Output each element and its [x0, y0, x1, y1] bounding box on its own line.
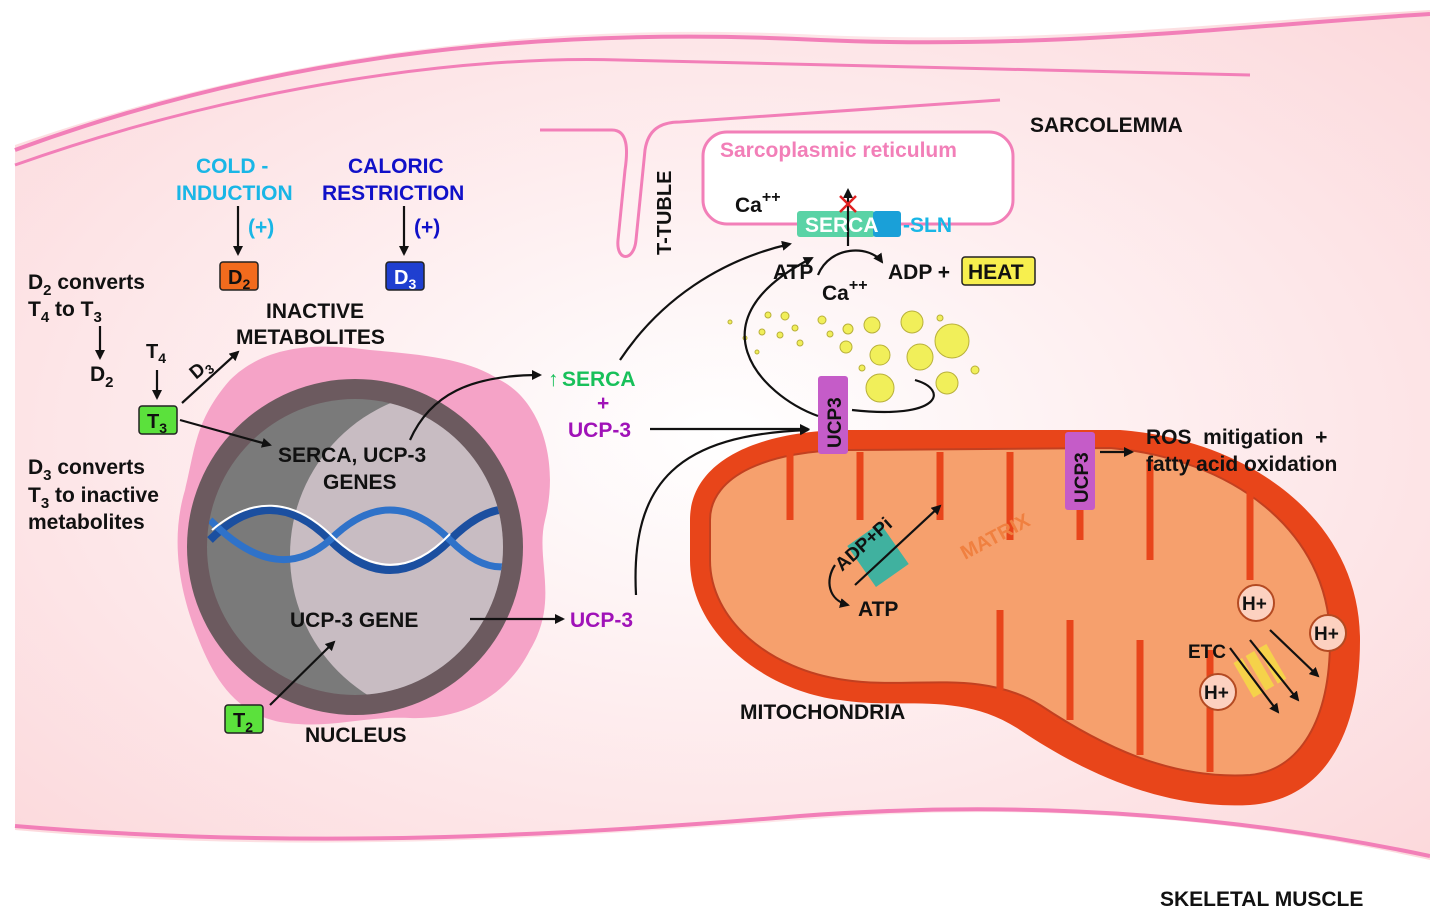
proton-2 [1309, 614, 1347, 652]
etc-complex [1233, 644, 1287, 698]
ucp3-tag2-label: UCP3 [1072, 452, 1093, 503]
atp-sr-label: ATP [773, 261, 813, 284]
nucleolus [290, 399, 503, 695]
mitochondria-label: MITOCHONDRIA [740, 701, 905, 724]
ucp3-out2-label: UCP-3 [570, 609, 633, 632]
serca-pump-label: SERCA [805, 214, 879, 237]
heat-box [961, 256, 1036, 286]
proton-label-2: H+ [1314, 624, 1339, 645]
d3-box-label: D3 [394, 267, 416, 292]
d2-box-label: D2 [228, 267, 250, 292]
ros-label-2: fatty acid oxidation [1146, 453, 1337, 476]
arrows [95, 188, 1320, 714]
plus-label: + [597, 392, 609, 415]
heat-label: HEAT [968, 261, 1024, 284]
ca-bottom-label: Ca++ [822, 277, 868, 305]
sarcolemma-inner [14, 57, 1251, 167]
atp-mito-label: ATP [858, 598, 898, 621]
proton-1 [1237, 584, 1275, 622]
dna-helix [207, 504, 503, 574]
proton-label-3: H+ [1204, 683, 1229, 704]
block-x-icon [839, 195, 857, 213]
t3-box-label: T3 [147, 411, 167, 436]
d3-converts-line1: D3 converts [28, 456, 145, 484]
proton-3 [1199, 673, 1237, 711]
ros-label-1: ROS mitigation + [1146, 426, 1327, 449]
serca-pump [797, 211, 875, 237]
atp-synthase [847, 523, 909, 587]
d2-converts-line1: D2 converts [28, 271, 145, 299]
inactive-label-1: INACTIVE [266, 300, 364, 323]
t-tuble-label: T-TUBLE [654, 171, 676, 255]
d3-converts-line3: metabolites [28, 511, 145, 534]
proton-label-1: H+ [1242, 594, 1267, 615]
t-tubule [540, 98, 1001, 258]
ucp3-tag-ros [1065, 432, 1095, 510]
sarcolemma-bottom [14, 807, 1430, 858]
d2-converts-line2: T4 to T3 [28, 298, 102, 326]
skeletal-muscle-label: SKELETAL MUSCLE [1160, 888, 1363, 911]
sln-label: -SLN [903, 214, 952, 237]
adp-label: ADP + [888, 261, 950, 284]
sarcolemma-membrane [14, 12, 1430, 152]
cold-label-1: COLD - [196, 155, 268, 178]
d2-small-label: D2 [90, 363, 114, 391]
mitochondrion-inner [709, 446, 1332, 777]
d2-box [219, 261, 259, 291]
sarcolemma-label: SARCOLEMMA [1030, 114, 1183, 137]
caloric-label-1: CALORIC [348, 155, 444, 178]
ca-sr-label: Ca++ [735, 189, 781, 217]
serca-out-label: SERCA [562, 368, 636, 391]
t4-label: T4 [146, 341, 166, 366]
cold-label-2: INDUCTION [176, 182, 293, 205]
etc-label: ETC [1188, 642, 1226, 663]
ucp3-gene-label: UCP-3 GENE [290, 609, 418, 632]
nucleus-label: NUCLEUS [305, 724, 407, 747]
ucp3-tag-label: UCP3 [825, 397, 846, 448]
caloric-plus: (+) [414, 216, 440, 239]
ucp3-tag-sr [818, 376, 848, 454]
t2-box [224, 704, 264, 734]
cold-plus: (+) [248, 216, 274, 239]
inactive-label-2: METABOLITES [236, 326, 385, 349]
sln-box [873, 211, 901, 237]
genes-label-1: SERCA, UCP-3 [278, 444, 426, 467]
t3-box [138, 405, 178, 435]
caloric-label-2: RESTRICTION [322, 182, 464, 205]
d3-box [385, 261, 425, 291]
d3-converts-line2: T3 to inactive [28, 484, 159, 512]
ucp3-out-label: UCP-3 [568, 419, 631, 442]
calcium-ions [727, 310, 980, 403]
genes-label-2: GENES [323, 471, 397, 494]
up-arrow-icon: ↑ [548, 368, 559, 391]
t2-box-label: T2 [233, 710, 253, 735]
sr-label: Sarcoplasmic reticulum [720, 139, 957, 162]
